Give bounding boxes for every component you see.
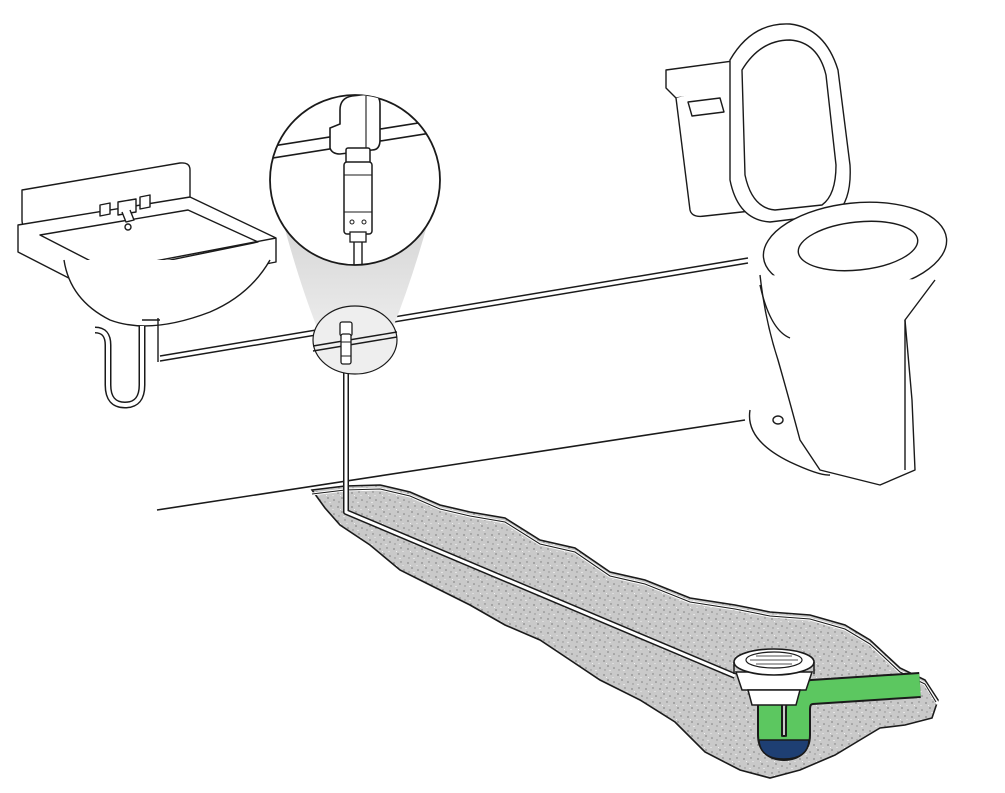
toilet-icon (665, 23, 948, 486)
wall-base-line (156, 419, 746, 511)
magnified-valve (270, 95, 440, 265)
drain-icon (733, 648, 921, 761)
primer-tubing (343, 360, 737, 679)
supply-pipe (159, 257, 749, 362)
sink-icon (17, 162, 277, 409)
primer-valve (339, 321, 353, 365)
magnifier-cone (283, 222, 428, 372)
magnifier-target (312, 305, 398, 375)
